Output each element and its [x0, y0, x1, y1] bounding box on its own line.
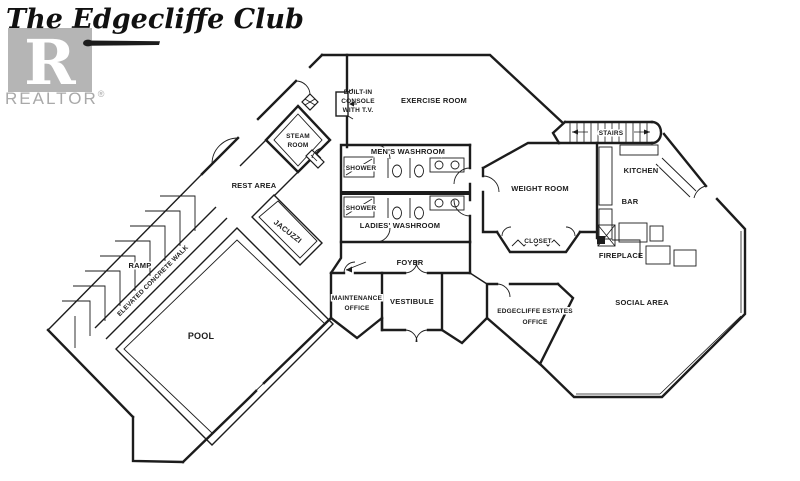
- jacuzzi-outline: [251, 194, 323, 266]
- title-underline: [88, 40, 160, 46]
- label-social-area: SOCIAL AREA: [615, 298, 669, 307]
- window-lines: [576, 138, 742, 395]
- label-bar: BAR: [622, 197, 639, 206]
- label-console-1: BUILT-IN: [344, 89, 373, 96]
- console-arrow: [349, 101, 354, 107]
- page-title: The Edgecliffe Club: [6, 4, 304, 35]
- label-vestibule: VESTIBULE: [390, 297, 434, 306]
- label-rest-area: REST AREA: [232, 181, 277, 190]
- label-maintenance-1: MAINTENANCE: [332, 295, 383, 302]
- door-arcs: [211, 80, 707, 343]
- label-ramp: RAMP: [129, 261, 152, 270]
- label-weight-room: WEIGHT ROOM: [511, 184, 569, 193]
- label-stairs: STAIRS: [599, 130, 624, 137]
- label-edgecliffe-office-2: OFFICE: [522, 319, 547, 326]
- label-elevated-walk: ELEVATED CONCRETE WALK: [116, 244, 190, 318]
- label-foyer: FOYER: [397, 258, 424, 267]
- pool-inner: [123, 239, 326, 434]
- closet-rod: [511, 239, 561, 247]
- stair-treads: [569, 123, 650, 142]
- label-shower-top: SHOWER: [346, 165, 377, 172]
- kitchen-bar-fixtures: [597, 144, 697, 267]
- realtor-logo-r: R: [24, 26, 76, 99]
- label-ladies-washroom: LADIES' WASHROOM: [360, 221, 440, 230]
- steam-room-details: [301, 93, 325, 169]
- jacuzzi-inner: [258, 200, 318, 259]
- washroom-fixtures: [343, 156, 465, 220]
- pool-outline: [115, 227, 334, 446]
- fireplace-structure: [597, 222, 664, 247]
- walls-medium: [47, 113, 488, 446]
- realtor-logo-box: [8, 28, 92, 92]
- title-block: The Edgecliffe Club: [6, 4, 304, 47]
- label-fireplace: FIREPLACE: [599, 251, 643, 260]
- label-shower-bottom: SHOWER: [346, 205, 377, 212]
- label-edgecliffe-office-1: EDGECLIFFE ESTATES: [497, 308, 573, 315]
- label-exercise-room: EXERCISE ROOM: [401, 96, 467, 105]
- label-kitchen: KITCHEN: [624, 166, 659, 175]
- tv-console: [335, 88, 357, 120]
- ramp-chevrons: [62, 195, 196, 348]
- label-pool: POOL: [188, 331, 215, 341]
- label-console-2: CONSOLE: [341, 98, 375, 105]
- label-mens-washroom: MEN'S WASHROOM: [371, 147, 445, 156]
- foyer-door-arrow: [345, 261, 367, 273]
- label-console-3: WITH T.V.: [343, 107, 374, 114]
- label-closet: CLOSET: [524, 238, 552, 245]
- label-steam-1: STEAM: [286, 133, 310, 140]
- realtor-wordmark: REALTOR®: [5, 89, 106, 108]
- realtor-watermark: R REALTOR®: [5, 26, 106, 108]
- label-maintenance-2: OFFICE: [344, 305, 369, 312]
- label-steam-2: ROOM: [287, 142, 308, 149]
